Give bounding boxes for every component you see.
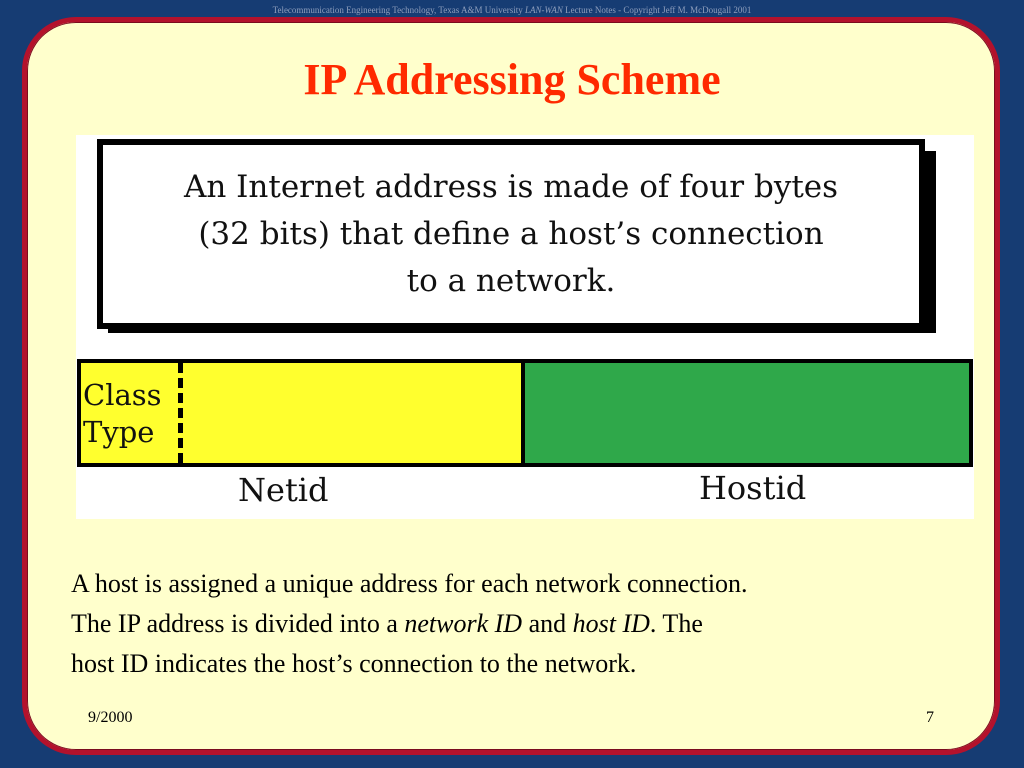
netid-segment: Class Type — [81, 363, 525, 463]
body-line-2-end: . The — [649, 609, 703, 638]
body-paragraph: A host is assigned a unique address for … — [71, 564, 971, 684]
footer-date: 9/2000 — [88, 709, 133, 726]
header-copyright-line: Telecommunication Engineering Technology… — [0, 5, 1024, 15]
callout-line-3: to a network. — [406, 262, 616, 299]
class-type-label: Class Type — [83, 377, 162, 451]
body-line-2-start: The IP address is divided into a — [71, 609, 405, 638]
body-line-2-mid: and — [522, 609, 573, 638]
host-id-term: host ID — [572, 609, 650, 638]
class-type-line-1: Class — [83, 378, 162, 412]
callout-line-2: (32 bits) that define a host’s connectio… — [198, 215, 824, 252]
class-type-line-2: Type — [83, 415, 155, 449]
definition-callout: An Internet address is made of four byte… — [97, 139, 925, 329]
netid-label: Netid — [238, 471, 329, 509]
hostid-label: Hostid — [699, 469, 807, 507]
header-text-italic: LAN-WAN — [524, 5, 563, 15]
header-text-part2: Lecture Notes - Copyright Jeff M. McDoug… — [565, 5, 752, 15]
network-id-term: network ID — [404, 609, 523, 638]
body-line-3: host ID indicates the host’s connection … — [71, 649, 637, 678]
slide-title: IP Addressing Scheme — [303, 55, 721, 104]
ip-address-figure: An Internet address is made of four byte… — [76, 135, 974, 519]
address-bar: Class Type — [77, 359, 973, 467]
hostid-segment — [525, 363, 969, 463]
callout-line-1: An Internet address is made of four byte… — [183, 168, 839, 205]
class-divider-dashed-line — [178, 363, 183, 463]
page-number: 7 — [926, 709, 934, 726]
body-line-1: A host is assigned a unique address for … — [71, 569, 748, 598]
body-line-2: The IP address is divided into a network… — [71, 604, 971, 644]
header-text-part1: Telecommunication Engineering Technology… — [272, 5, 523, 15]
